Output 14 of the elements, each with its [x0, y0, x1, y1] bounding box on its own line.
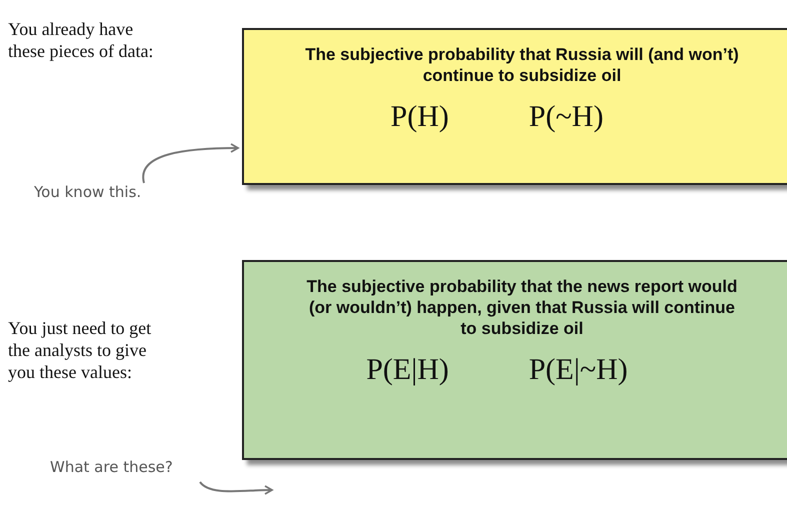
- card-heading: The subjective probability that the news report would (or wouldn’t) happen, given that Russia will continue to subsidize oil: [306, 276, 738, 339]
- info-card: [242, 260, 787, 460]
- probability-formula: P(E|H): [366, 353, 449, 387]
- side-note: You already have these pieces of data:: [8, 18, 154, 62]
- probability-formula: P(H): [390, 100, 449, 134]
- handwritten-note: What are these?: [50, 458, 215, 482]
- card-heading: The subjective probability that Russia will (and won’t) continue to subsidize oil: [304, 44, 740, 86]
- probability-formula: P(~H): [528, 100, 604, 134]
- curved-arrow: [142, 143, 239, 184]
- info-card: [242, 28, 787, 185]
- curved-arrow: [199, 481, 273, 495]
- probability-formula: P(E|~H): [528, 353, 628, 387]
- side-note: You just need to get the analysts to give you these values:: [8, 317, 152, 383]
- handwritten-note: You know this.: [34, 183, 154, 207]
